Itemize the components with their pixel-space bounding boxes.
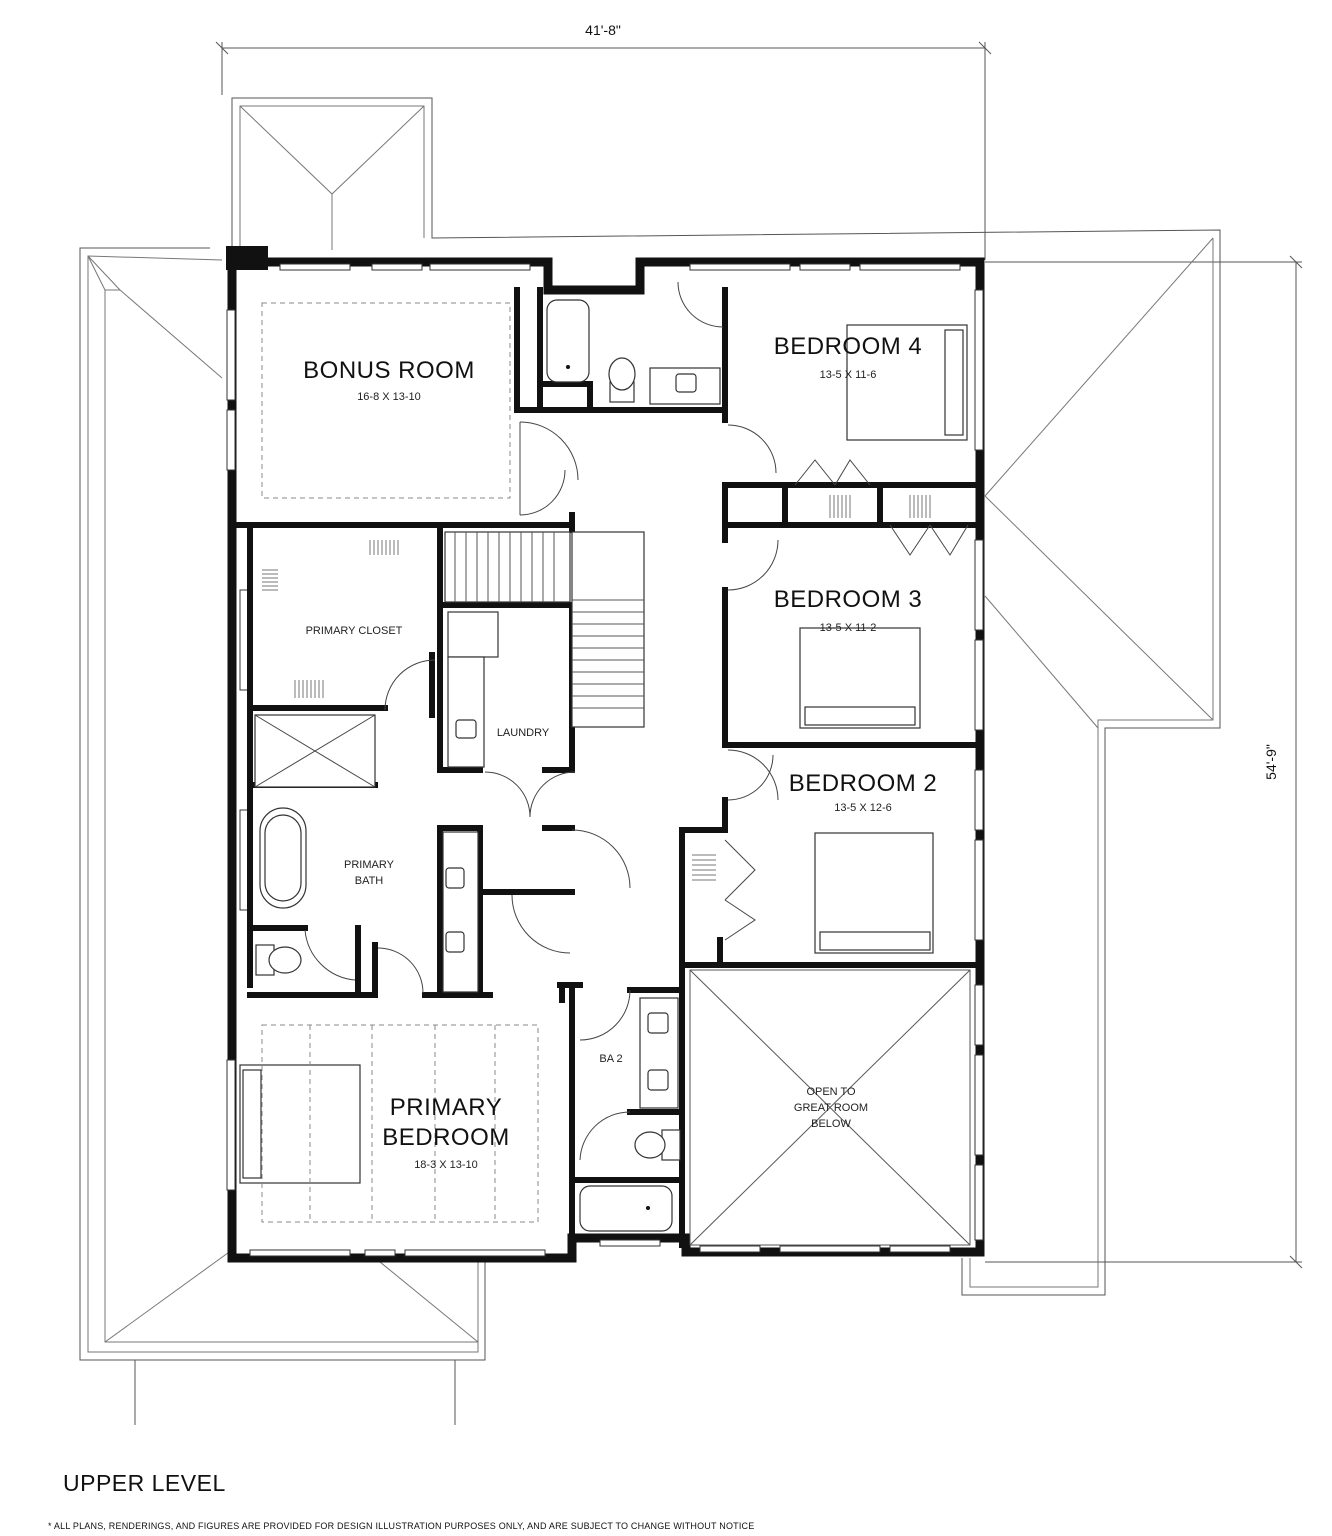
open-to-label-line3: BELOW bbox=[811, 1118, 851, 1130]
laundry-label: LAUNDRY bbox=[497, 727, 550, 739]
disclaimer-text: * ALL PLANS, RENDERINGS, AND FIGURES ARE… bbox=[48, 1521, 755, 1531]
windows bbox=[226, 263, 984, 1257]
open-to-label-line1: OPEN TO bbox=[806, 1086, 856, 1098]
doors bbox=[304, 281, 969, 1161]
open-to-label-line2: GREAT ROOM bbox=[794, 1102, 868, 1114]
ba-2-label: BA 2 bbox=[599, 1053, 622, 1065]
bonus-room-label: BONUS ROOM bbox=[303, 357, 475, 384]
beds bbox=[239, 324, 968, 1184]
bedroom-2-label: BEDROOM 2 bbox=[789, 770, 938, 797]
level-title: UPPER LEVEL bbox=[63, 1470, 226, 1496]
bonus-room-size: 16-8 X 13-10 bbox=[357, 391, 421, 403]
width-dimension-label: 41'-8" bbox=[585, 22, 621, 38]
primary-bath-label-line2: BATH bbox=[355, 875, 384, 887]
bedroom-4-label: BEDROOM 4 bbox=[774, 333, 923, 360]
exterior-walls bbox=[226, 246, 985, 1263]
roof-outline bbox=[79, 97, 1221, 1425]
primary-bedroom-label-line1: PRIMARY bbox=[390, 1094, 502, 1121]
bedroom-4-size: 13-5 X 11-6 bbox=[820, 369, 877, 381]
primary-bedroom-label-line2: BEDROOM bbox=[382, 1124, 510, 1151]
dimension-lines bbox=[215, 41, 1303, 1269]
interior-walls bbox=[233, 287, 983, 1248]
open-to-below-area bbox=[689, 969, 971, 1246]
bedroom-3-size: 13-5 X 11-2 bbox=[820, 622, 877, 634]
ceiling-outlines bbox=[261, 302, 539, 1223]
fixtures bbox=[254, 299, 931, 1232]
primary-bath-label-line1: PRIMARY bbox=[344, 859, 395, 871]
primary-bedroom-size: 18-3 X 13-10 bbox=[414, 1159, 478, 1171]
depth-dimension-label: 54'-9" bbox=[1263, 744, 1279, 780]
bedroom-3-label: BEDROOM 3 bbox=[774, 586, 923, 613]
primary-closet-label: PRIMARY CLOSET bbox=[306, 625, 403, 637]
bedroom-2-size: 13-5 X 12-6 bbox=[834, 802, 891, 814]
